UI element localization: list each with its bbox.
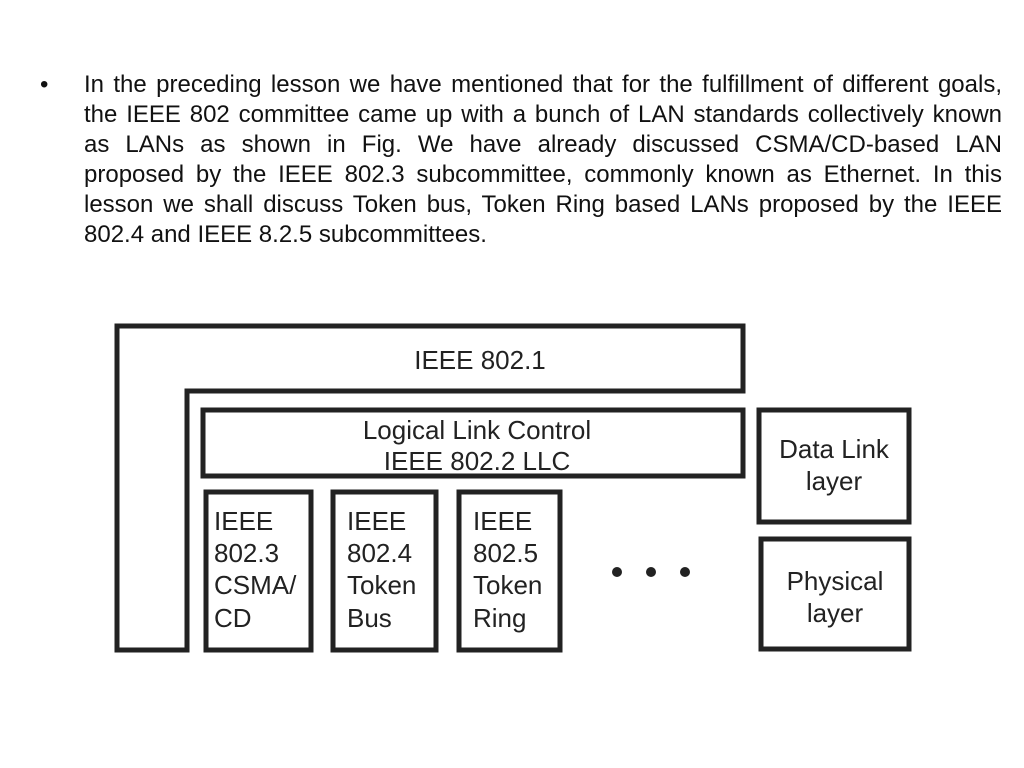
bullet-point: • — [40, 71, 49, 98]
ieee-8023-box — [203, 489, 314, 653]
ieee-8025-line4: Ring — [473, 603, 526, 633]
ieee-8023-line2: 802.3 — [214, 538, 279, 568]
llc-label-line2: IEEE 802.2 LLC — [384, 446, 570, 476]
ieee-8025-line1: IEEE — [473, 506, 532, 536]
ieee-8021-frame — [114, 323, 746, 653]
physical-layer-line2: layer — [807, 598, 864, 628]
physical-layer-box — [758, 536, 912, 652]
llc-label-line1: Logical Link Control — [363, 415, 591, 445]
ieee-8024-line2: 802.4 — [347, 538, 412, 568]
llc-box — [200, 407, 746, 479]
ieee-8025-box — [456, 489, 563, 653]
data-link-layer-line1: Data Link — [779, 434, 890, 464]
ellipsis-dot-3 — [680, 567, 690, 577]
ellipsis-dot-1 — [612, 567, 622, 577]
ieee-8024-line4: Bus — [347, 603, 392, 633]
data-link-layer-line2: layer — [806, 466, 863, 496]
ieee-8023-line3: CSMA/ — [214, 570, 297, 600]
ieee-8024-line1: IEEE — [347, 506, 406, 536]
ieee-8023-line4: CD — [214, 603, 252, 633]
ellipsis-dot-2 — [646, 567, 656, 577]
bullet-paragraph: In the preceding lesson we have mentione… — [84, 71, 1002, 248]
data-link-layer-box — [756, 407, 912, 525]
ieee-8023-line1: IEEE — [214, 506, 273, 536]
ieee-8024-line3: Token — [347, 570, 416, 600]
ieee-8025-line3: Token — [473, 570, 542, 600]
ieee-8021-label: IEEE 802.1 — [414, 345, 546, 375]
ieee-8025-line2: 802.5 — [473, 538, 538, 568]
physical-layer-line1: Physical — [787, 566, 884, 596]
ieee-8024-box — [330, 489, 439, 653]
